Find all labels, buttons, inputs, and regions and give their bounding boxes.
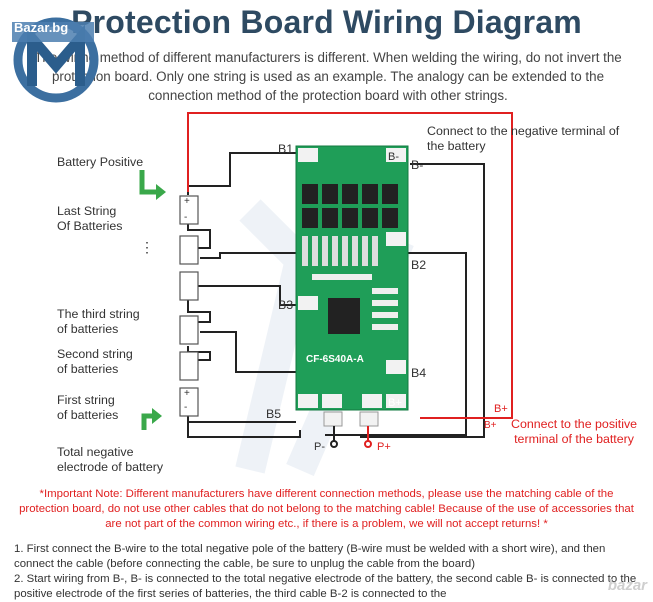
label-third-string: The third string of batteries <box>57 307 140 336</box>
steps-list: 1. First connect the B-wire to the total… <box>14 542 642 602</box>
arrow-battery-positive <box>139 170 158 195</box>
label-total-negative: Total negative electrode of battery <box>57 445 164 474</box>
terminal-b-plus-right: B+ <box>494 403 508 415</box>
wire-b-plus <box>187 112 513 419</box>
watermark-text: bazar <box>607 577 647 594</box>
terminal-b-plus-pcb: B+ <box>388 397 402 409</box>
continuation-dots: ⋮ <box>140 239 154 255</box>
logo-site-text: Bazar.bg <box>14 20 69 35</box>
mosfet-row-2 <box>302 208 398 228</box>
battery-cell-third-lower <box>179 315 199 345</box>
label-connect-positive: Connect to the positive terminal of the … <box>511 417 638 446</box>
terminal-b-plus-red: B+ <box>484 420 497 431</box>
battery-cell-third <box>179 271 199 301</box>
component-strip <box>312 274 398 330</box>
cell-minus-symbol: - <box>184 212 188 223</box>
intro-text: The wiring method of different manufactu… <box>34 50 622 103</box>
battery-cells <box>179 195 199 417</box>
cell-minus-symbol-first: - <box>184 402 188 413</box>
battery-cell-last <box>179 195 199 225</box>
ic-chip <box>328 298 360 334</box>
label-last-string: Last String Of Batteries <box>57 204 123 233</box>
p-plus-terminal <box>364 440 372 448</box>
label-first-string: First string of batteries <box>57 393 119 422</box>
terminal-b-minus: B- <box>411 158 424 172</box>
terminal-p-minus: P- <box>314 441 325 453</box>
terminal-b3: B3 <box>278 298 294 312</box>
important-note: *Important Note: Different manufacturers… <box>19 488 634 530</box>
wire-second-string <box>187 346 211 361</box>
terminal-b5: B5 <box>266 407 282 421</box>
page-title: Protection Board Wiring Diagram <box>71 4 582 40</box>
terminal-b-minus-pcb: B- <box>388 151 399 163</box>
step-item-1: 1. First connect the B-wire to the total… <box>14 543 606 570</box>
green-arrows <box>139 170 166 430</box>
wire-third-to-second <box>187 300 211 323</box>
p-plus-pad <box>359 411 379 427</box>
label-battery-positive: Battery Positive <box>57 155 144 169</box>
battery-cell-first <box>179 387 199 417</box>
mosfet-row-1 <box>302 184 398 204</box>
resistor-array <box>302 236 378 266</box>
logo-icon <box>12 17 99 103</box>
p-minus-terminal <box>330 440 338 448</box>
output-pads <box>323 411 379 448</box>
terminal-b4: B4 <box>411 366 427 380</box>
battery-cell-upper <box>179 235 199 265</box>
cell-plus-symbol-first: + <box>184 388 190 399</box>
cell-plus-symbol: + <box>184 196 190 207</box>
board-model-label: CF-6S40A-A <box>306 354 364 365</box>
p-minus-pad <box>323 411 343 427</box>
wire-last-string <box>187 224 211 249</box>
wire-b-minus <box>187 418 301 438</box>
terminal-p-plus: P+ <box>377 441 391 453</box>
terminal-b2: B2 <box>411 258 427 272</box>
battery-cell-second <box>179 351 199 381</box>
terminal-b1: B1 <box>278 142 294 156</box>
wire-b1 <box>187 152 296 195</box>
label-connect-negative: Connect to the negative terminal of the … <box>427 124 620 153</box>
step-item-2: 2. Start wiring from B-, B- is connected… <box>14 573 637 600</box>
label-second-string: Second string of batteries <box>57 347 133 376</box>
wire-b-minus-right <box>360 163 485 438</box>
red-wires <box>187 112 513 419</box>
board-pads <box>298 148 406 408</box>
